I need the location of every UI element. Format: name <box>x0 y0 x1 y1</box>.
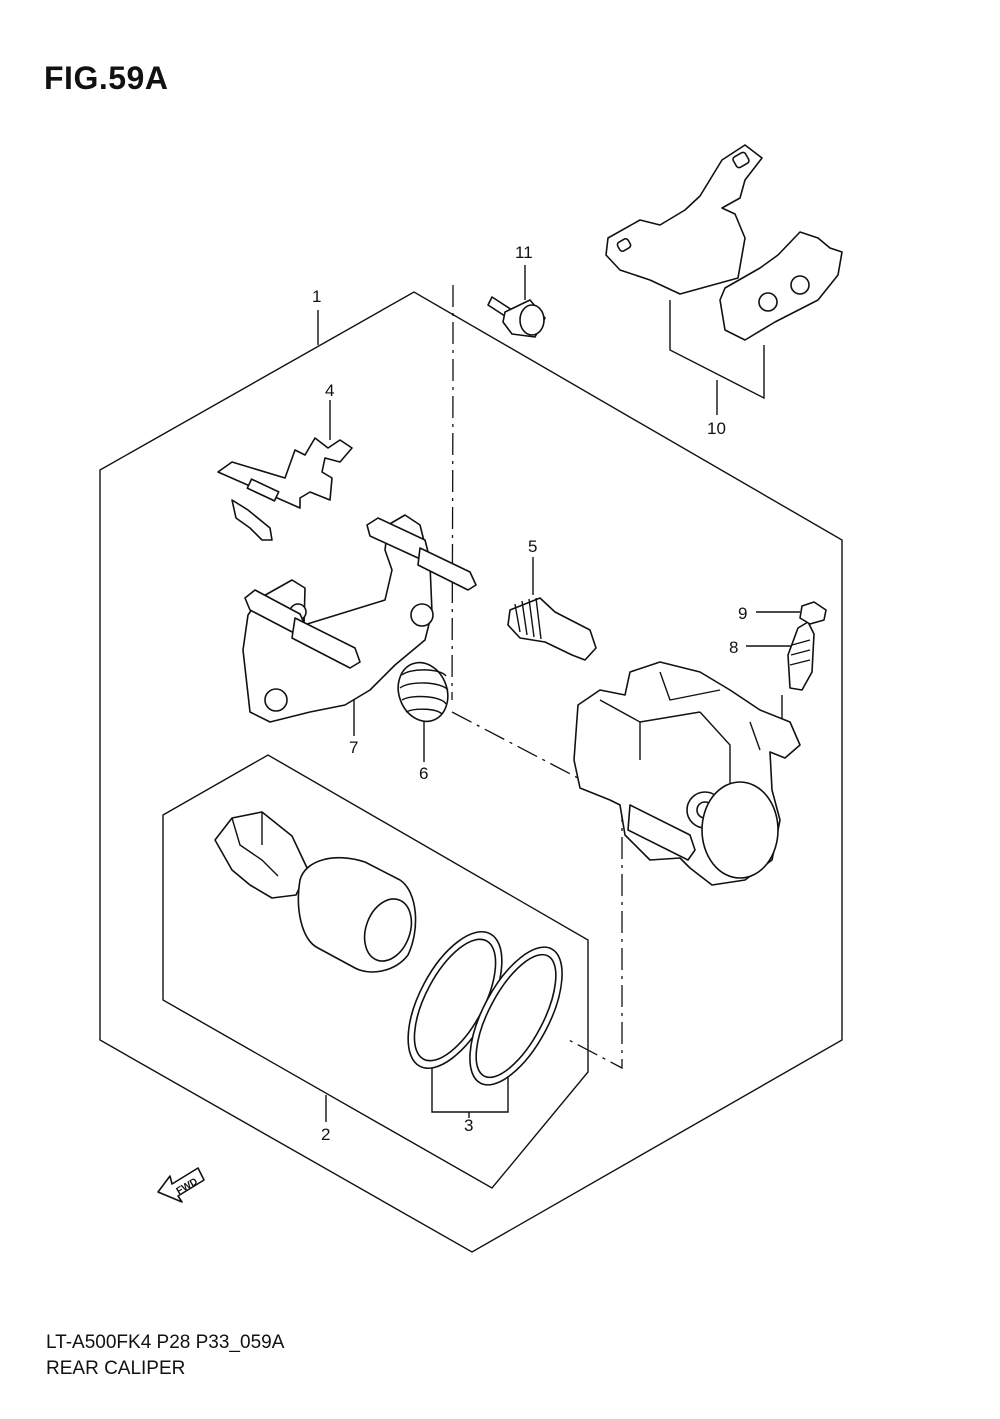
caliper-bracket-part <box>242 514 477 723</box>
pad-spring-part <box>217 437 353 541</box>
bleeder-cap-part <box>799 601 827 625</box>
figure-code: LT-A500FK4 P28 P33_059A <box>46 1332 285 1353</box>
callout-11: 11 <box>515 243 533 262</box>
figure-name: REAR CALIPER <box>46 1358 186 1379</box>
piston-part <box>297 856 417 973</box>
boot-part <box>397 661 449 723</box>
figure-title: FIG.59A <box>44 60 169 96</box>
callout-1: 1 <box>312 287 321 306</box>
piston-insulator-part <box>214 811 309 899</box>
caliper-pin-part <box>507 597 597 661</box>
callout-6: 6 <box>419 764 428 783</box>
callout-8: 8 <box>729 638 738 657</box>
dust-seal-part <box>469 946 563 1086</box>
callout-10: 10 <box>707 419 726 438</box>
caliper-assembly-outline <box>99 291 843 1253</box>
fwd-arrow-icon: FWD <box>157 1167 205 1203</box>
callout-7: 7 <box>349 738 358 757</box>
bolt-part <box>487 296 546 338</box>
caliper-body-part <box>573 661 801 886</box>
callout-5: 5 <box>528 537 537 556</box>
callout-4: 4 <box>325 381 334 400</box>
leader-10 <box>669 300 765 400</box>
bleeder-screw-part <box>787 621 815 691</box>
axis-line-piston <box>564 800 623 1070</box>
callout-9: 9 <box>738 604 747 623</box>
piston-set-outline <box>162 754 589 1189</box>
callout-2: 2 <box>321 1125 330 1144</box>
brake-pads-part <box>605 144 843 341</box>
axis-line-bolt <box>451 285 454 701</box>
callout-3: 3 <box>464 1116 473 1135</box>
leader-3 <box>431 1060 509 1113</box>
